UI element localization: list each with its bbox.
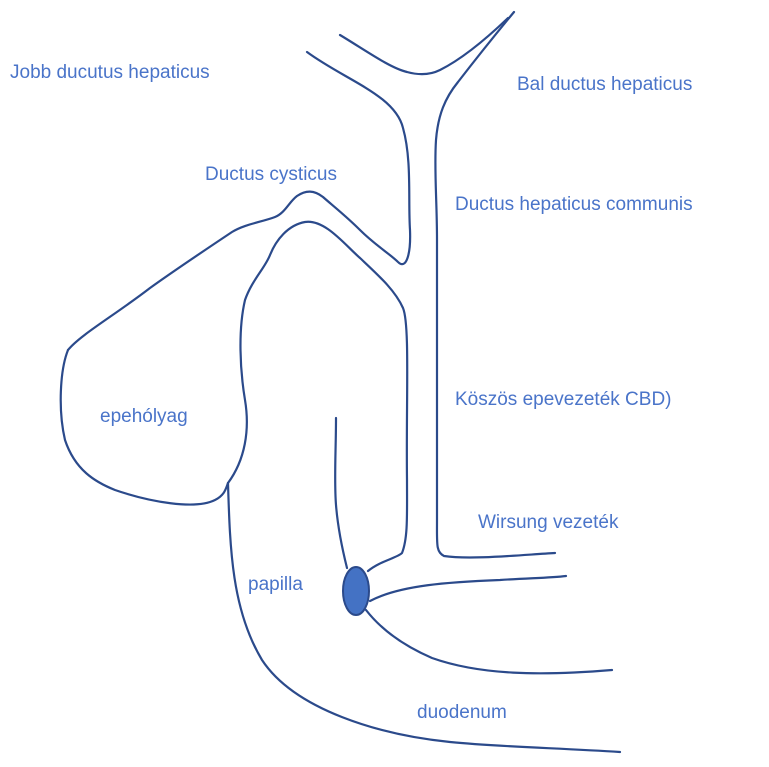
label-left-hepatic-duct: Bal ductus hepaticus xyxy=(517,74,692,95)
papilla-marker xyxy=(343,567,369,615)
gallbladder-inner-wall xyxy=(228,222,407,571)
label-papilla: papilla xyxy=(248,574,303,595)
label-cystic-duct: Ductus cysticus xyxy=(205,164,337,185)
label-gallbladder: epehólyag xyxy=(100,406,188,427)
label-duodenum: duodenum xyxy=(417,702,507,723)
label-common-hepatic-duct: Ductus hepaticus communis xyxy=(455,194,693,215)
duodenum-upper-wall xyxy=(370,576,566,601)
duodenum-inner-curve xyxy=(366,610,612,673)
label-right-hepatic-duct: Jobb ducutus hepaticus xyxy=(10,62,210,83)
hepatic-duct-notch xyxy=(340,18,508,74)
hepatic-duct-left-wall xyxy=(68,52,410,350)
gallbladder-outer-wall xyxy=(61,350,228,505)
label-pancreatic-duct: Wirsung vezeték xyxy=(478,512,619,533)
label-common-bile-duct: Köszös epevezeték CBD) xyxy=(455,389,672,410)
pancreatic-duct-wall xyxy=(335,418,347,568)
